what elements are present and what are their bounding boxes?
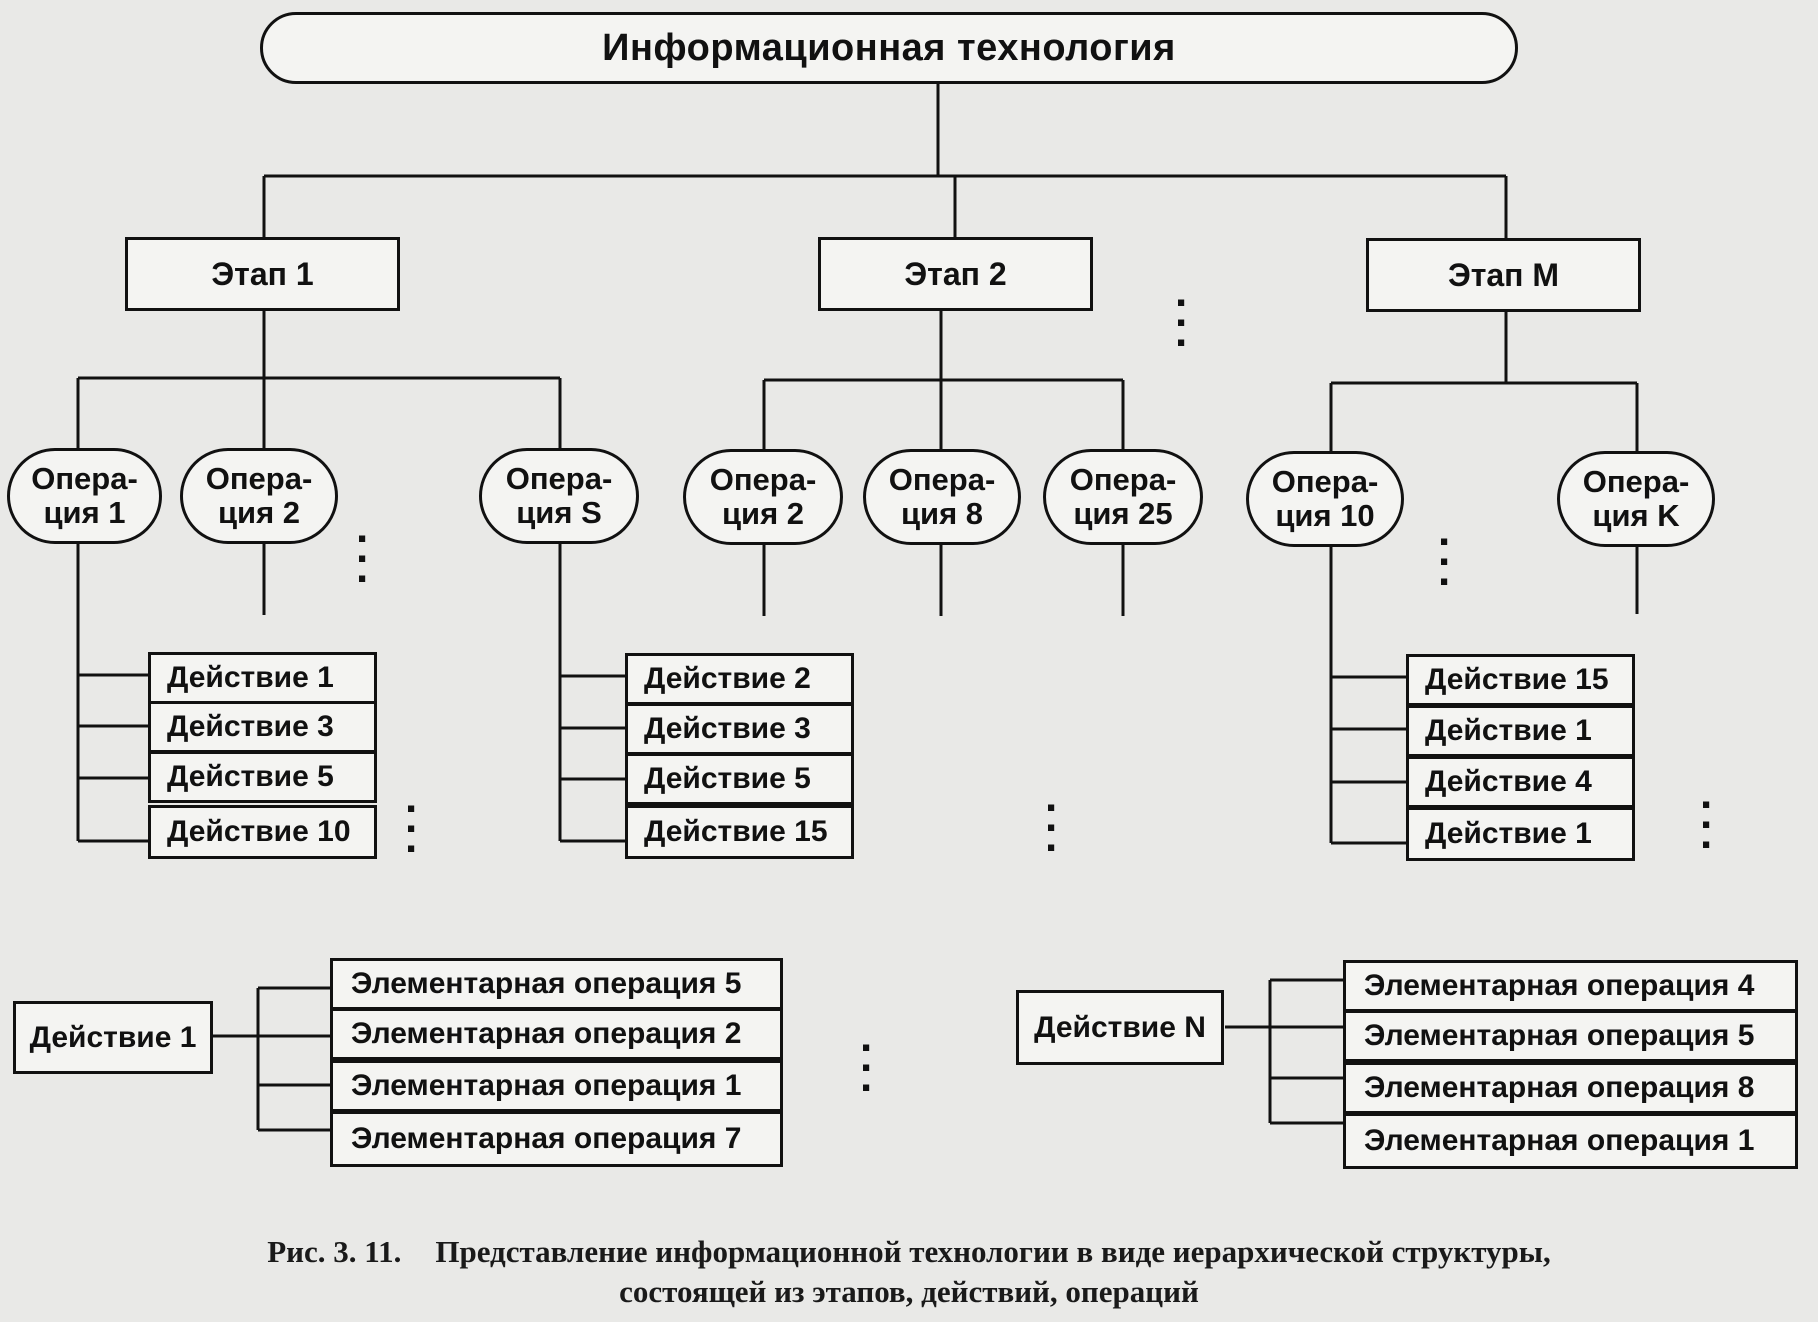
elementary-operation-node: Элементарная операция 5 <box>330 958 783 1010</box>
operation-line-2: ция 25 <box>1073 496 1173 531</box>
operation-node: Опера- ция 25 <box>1043 449 1203 545</box>
operation-node: Опера- ция 2 <box>683 449 843 545</box>
elementary-operation-node: Элементарная операция 8 <box>1343 1062 1798 1114</box>
action-node: Действие 3 <box>148 701 377 753</box>
caption-line-2: состоящей из этапов, действий, операций <box>619 1274 1199 1309</box>
operation-node: Опера- ция K <box>1557 451 1715 547</box>
caption-text-1: Представление информационной технологии … <box>435 1234 1551 1269</box>
action-node: Действие 15 <box>1406 654 1635 706</box>
action-node: Действие 5 <box>148 751 377 803</box>
stage-2-node: Этап 2 <box>818 237 1093 311</box>
action-node: Действие 4 <box>1406 756 1635 808</box>
elementary-operation-node: Элементарная операция 1 <box>1343 1113 1798 1169</box>
ellipsis: . . . <box>1700 769 1731 858</box>
figure-number: Рис. 3. 11. <box>267 1234 402 1269</box>
operation-line-1: Опера- <box>888 462 996 497</box>
caption-line-1: Рис. 3. 11. Представление информационной … <box>0 1232 1818 1272</box>
action-node: Действие 2 <box>625 653 854 705</box>
action-node: Действие 1 <box>1406 807 1635 861</box>
ellipsis: . . . <box>1438 506 1469 595</box>
elementary-operation-node: Элементарная операция 7 <box>330 1111 783 1167</box>
ellipsis: . . . <box>1045 772 1076 861</box>
operation-line-2: ция 1 <box>43 495 126 530</box>
operation-line-2: ция S <box>516 495 602 530</box>
elementary-operation-node: Элементарная операция 2 <box>330 1008 783 1060</box>
operation-line-1: Опера- <box>1271 464 1379 499</box>
root-node: Информационная технология <box>260 12 1518 84</box>
action-detail-node: Действие 1 <box>13 1001 213 1074</box>
action-node: Действие 10 <box>148 805 377 859</box>
ellipsis: . . . <box>1175 267 1206 356</box>
operation-line-1: Опера- <box>1069 462 1177 497</box>
elementary-operation-node: Элементарная операция 5 <box>1343 1010 1798 1062</box>
figure-caption: Рис. 3. 11. Представление информационной … <box>0 1232 1818 1312</box>
operation-node: Опера- ция 2 <box>180 448 338 544</box>
operation-line-1: Опера- <box>709 462 817 497</box>
stage-m-node: Этап M <box>1366 238 1641 312</box>
operation-line-1: Опера- <box>505 461 613 496</box>
elementary-operation-node: Элементарная операция 1 <box>330 1060 783 1112</box>
action-node: Действие 1 <box>148 652 377 704</box>
ellipsis: . . . <box>860 1012 891 1101</box>
ellipsis: . . . <box>356 503 387 592</box>
operation-line-1: Опера- <box>1582 464 1690 499</box>
action-node: Действие 15 <box>625 805 854 859</box>
operation-line-2: ция 8 <box>900 496 984 531</box>
operation-node: Опера- ция S <box>479 448 639 544</box>
action-node: Действие 5 <box>625 753 854 805</box>
action-detail-node: Действие N <box>1016 990 1224 1065</box>
elementary-operation-node: Элементарная операция 4 <box>1343 960 1798 1012</box>
stage-1-node: Этап 1 <box>125 237 400 311</box>
operation-line-2: ция 2 <box>217 495 301 530</box>
operation-node: Опера- ция 8 <box>863 449 1021 545</box>
operation-node: Опера- ция 1 <box>7 448 162 544</box>
operation-line-2: ция 10 <box>1275 498 1375 533</box>
action-node: Действие 3 <box>625 703 854 755</box>
operation-node: Опера- ция 10 <box>1246 451 1404 547</box>
operation-line-2: ция 2 <box>721 496 805 531</box>
operation-line-1: Опера- <box>205 461 313 496</box>
operation-line-2: ция K <box>1592 498 1680 533</box>
ellipsis: . . . <box>405 773 436 862</box>
action-node: Действие 1 <box>1406 705 1635 757</box>
operation-line-1: Опера- <box>31 461 138 496</box>
